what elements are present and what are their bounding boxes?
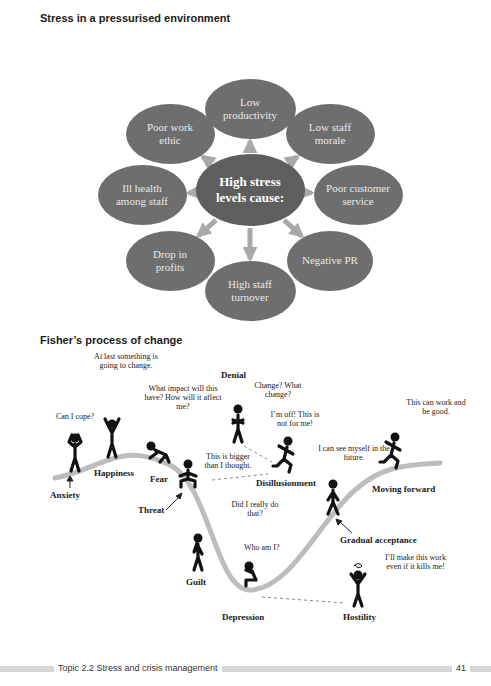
effect-ellipse: Negative PR bbox=[287, 231, 373, 291]
central-ellipse: High stress levels cause: bbox=[196, 154, 305, 226]
speech-text: At last something is going to change. bbox=[88, 352, 164, 370]
effect-ellipse: Ill health among staff bbox=[98, 165, 187, 225]
speech-text: Did I really do that? bbox=[226, 500, 284, 518]
speech-text: This can work and be good. bbox=[405, 398, 467, 416]
effect-ellipse: Low staff morale bbox=[286, 104, 375, 164]
effect-text: Low productivity bbox=[218, 96, 283, 122]
stick-figures bbox=[69, 405, 400, 607]
stage-label: Happiness bbox=[94, 468, 134, 478]
effect-text: Drop in profits bbox=[138, 248, 202, 274]
effect-arrow bbox=[198, 220, 216, 236]
effect-arrow bbox=[248, 228, 253, 259]
speech-text: I’m off! This is not for me! bbox=[266, 410, 324, 428]
denial-figure bbox=[233, 405, 243, 443]
disillusionment-figure bbox=[273, 437, 293, 473]
happiness-figure bbox=[105, 419, 119, 457]
stage-label: Guilt bbox=[186, 577, 206, 587]
effect-ellipse: Poor customer service bbox=[314, 165, 403, 225]
speech-text: What impact will this have? How will it … bbox=[140, 384, 226, 412]
stage-label: Fear bbox=[150, 474, 168, 484]
speech-text: Who am I? bbox=[244, 543, 294, 552]
stage-label: Gradual acceptance bbox=[340, 535, 417, 545]
effect-ellipse: High staff turnover bbox=[205, 261, 296, 321]
effect-arrow bbox=[248, 141, 253, 152]
effect-ellipse: Low productivity bbox=[205, 79, 296, 139]
fear-figure bbox=[147, 442, 170, 463]
central-text: High stress levels cause: bbox=[211, 174, 289, 205]
effect-arrow bbox=[306, 190, 311, 195]
page-number: 41 bbox=[452, 663, 470, 673]
effect-text: High staff turnover bbox=[218, 278, 283, 304]
stage-label: Hostility bbox=[343, 612, 376, 622]
stage-label: Disillusionment bbox=[256, 478, 316, 488]
effect-ellipse: Poor work ethic bbox=[126, 104, 215, 164]
effect-text: Poor work ethic bbox=[138, 121, 202, 147]
depression-figure bbox=[245, 562, 257, 587]
effect-text: Ill health among staff bbox=[110, 182, 174, 208]
effect-arrow bbox=[284, 220, 302, 236]
section-heading: Stress in a pressurised environment bbox=[40, 12, 230, 24]
speech-text: Can I cope? bbox=[50, 412, 100, 421]
threat-figure bbox=[180, 460, 196, 488]
anxiety-figure bbox=[69, 434, 81, 472]
speech-text: I can see myself in the future. bbox=[318, 444, 390, 462]
speech-text: Change? What change? bbox=[250, 381, 306, 399]
effect-arrow bbox=[188, 190, 193, 195]
effect-arrow bbox=[289, 157, 298, 163]
stage-label: Anxiety bbox=[50, 490, 80, 500]
stage-label: Moving forward bbox=[372, 484, 435, 494]
effect-text: Poor customer service bbox=[326, 182, 390, 208]
hostility-figure bbox=[351, 564, 365, 607]
pointer-arrows bbox=[67, 476, 352, 533]
change-curve bbox=[55, 455, 440, 590]
guilt-figure bbox=[194, 534, 203, 571]
effect-ellipse: Drop in profits bbox=[126, 231, 215, 291]
effect-arrow bbox=[203, 157, 212, 163]
footer-text: Topic 2.2 Stress and crisis management bbox=[54, 663, 222, 673]
stage-label: Threat bbox=[138, 505, 164, 515]
section-heading: Fisher’s process of change bbox=[40, 334, 182, 346]
effect-text: Negative PR bbox=[302, 254, 358, 267]
effect-text: Low staff morale bbox=[298, 121, 362, 147]
speech-text: This is bigger than I thought. bbox=[200, 452, 256, 470]
stage-label: Denial bbox=[221, 370, 246, 380]
stage-label: Depression bbox=[222, 612, 264, 622]
acceptance-figure bbox=[328, 480, 338, 515]
speech-text: I’ll make this work even if it kills me! bbox=[378, 553, 453, 571]
